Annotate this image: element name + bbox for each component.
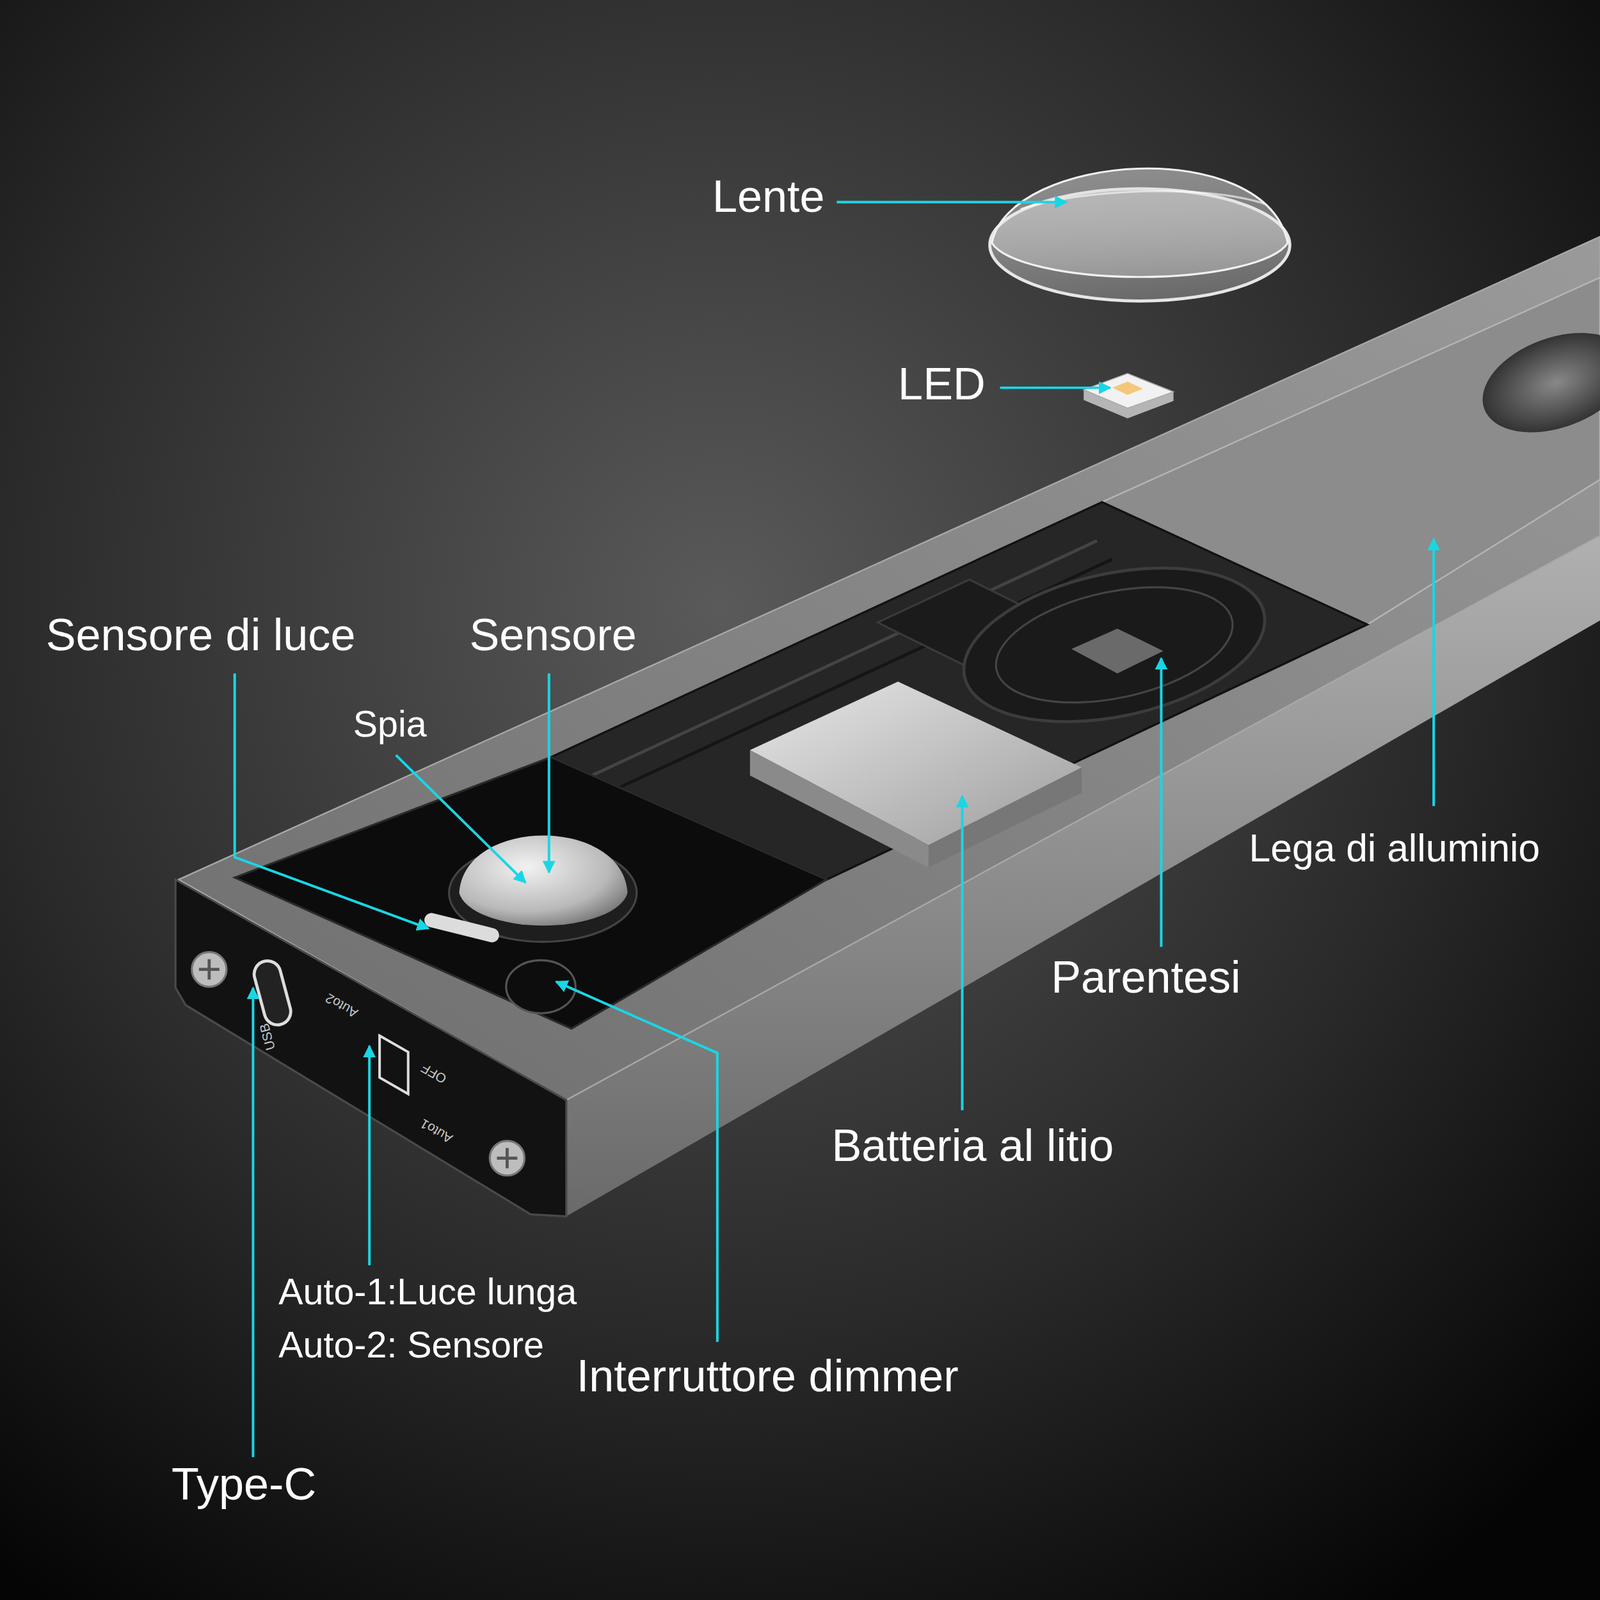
screw-slot <box>199 959 220 980</box>
leader-line <box>836 200 1067 204</box>
screw <box>192 952 227 987</box>
leader-line <box>368 1045 371 1266</box>
part-label: Sensore di luce <box>46 609 356 660</box>
part-label: LED <box>897 359 986 409</box>
part-label: Type-C <box>171 1459 317 1509</box>
part-label: Sensore <box>469 609 637 660</box>
lens <box>992 168 1288 278</box>
leader-line <box>396 755 526 883</box>
led-chip <box>1083 373 1174 409</box>
part-label: Interruttore dimmer <box>576 1351 959 1401</box>
usb-port <box>250 958 294 1028</box>
bracket <box>949 543 1279 747</box>
light-sensor <box>423 911 501 944</box>
screw <box>489 1141 525 1176</box>
leader-line <box>961 796 964 1111</box>
bracket-hole <box>1071 628 1163 674</box>
leader-line <box>1159 657 1163 947</box>
printed-marking: Auto1 <box>417 1115 456 1146</box>
led-die <box>1112 381 1144 395</box>
printed-marking: USB <box>256 1021 278 1052</box>
light-bar <box>175 168 1600 1458</box>
bracket-ring <box>985 567 1244 722</box>
lens-highlight <box>1020 191 1266 210</box>
part-label: Batteria al litio <box>831 1120 1114 1170</box>
part-label: Auto-2: Sensore <box>278 1324 544 1366</box>
leader-line <box>1432 538 1435 807</box>
bar-top <box>178 236 1600 1101</box>
leader-line <box>547 673 551 873</box>
leader-line <box>234 673 429 929</box>
leader-line <box>1000 386 1111 390</box>
plate-hole <box>1468 314 1600 452</box>
mode-switch <box>379 1035 409 1094</box>
printed-marking: OFF <box>418 1060 449 1087</box>
printed-marking: Auto2 <box>323 990 361 1021</box>
sensor-dome <box>458 835 628 926</box>
part-label: Lega di alluminio <box>1249 826 1541 870</box>
part-label: Auto-1:Luce lunga <box>278 1271 577 1312</box>
screw-slot <box>496 1148 518 1169</box>
part-label: Lente <box>712 171 825 221</box>
leader-line <box>251 987 255 1457</box>
part-label: Parentesi <box>1050 952 1241 1002</box>
part-label: Spia <box>353 704 427 745</box>
leader-line <box>556 981 718 1343</box>
